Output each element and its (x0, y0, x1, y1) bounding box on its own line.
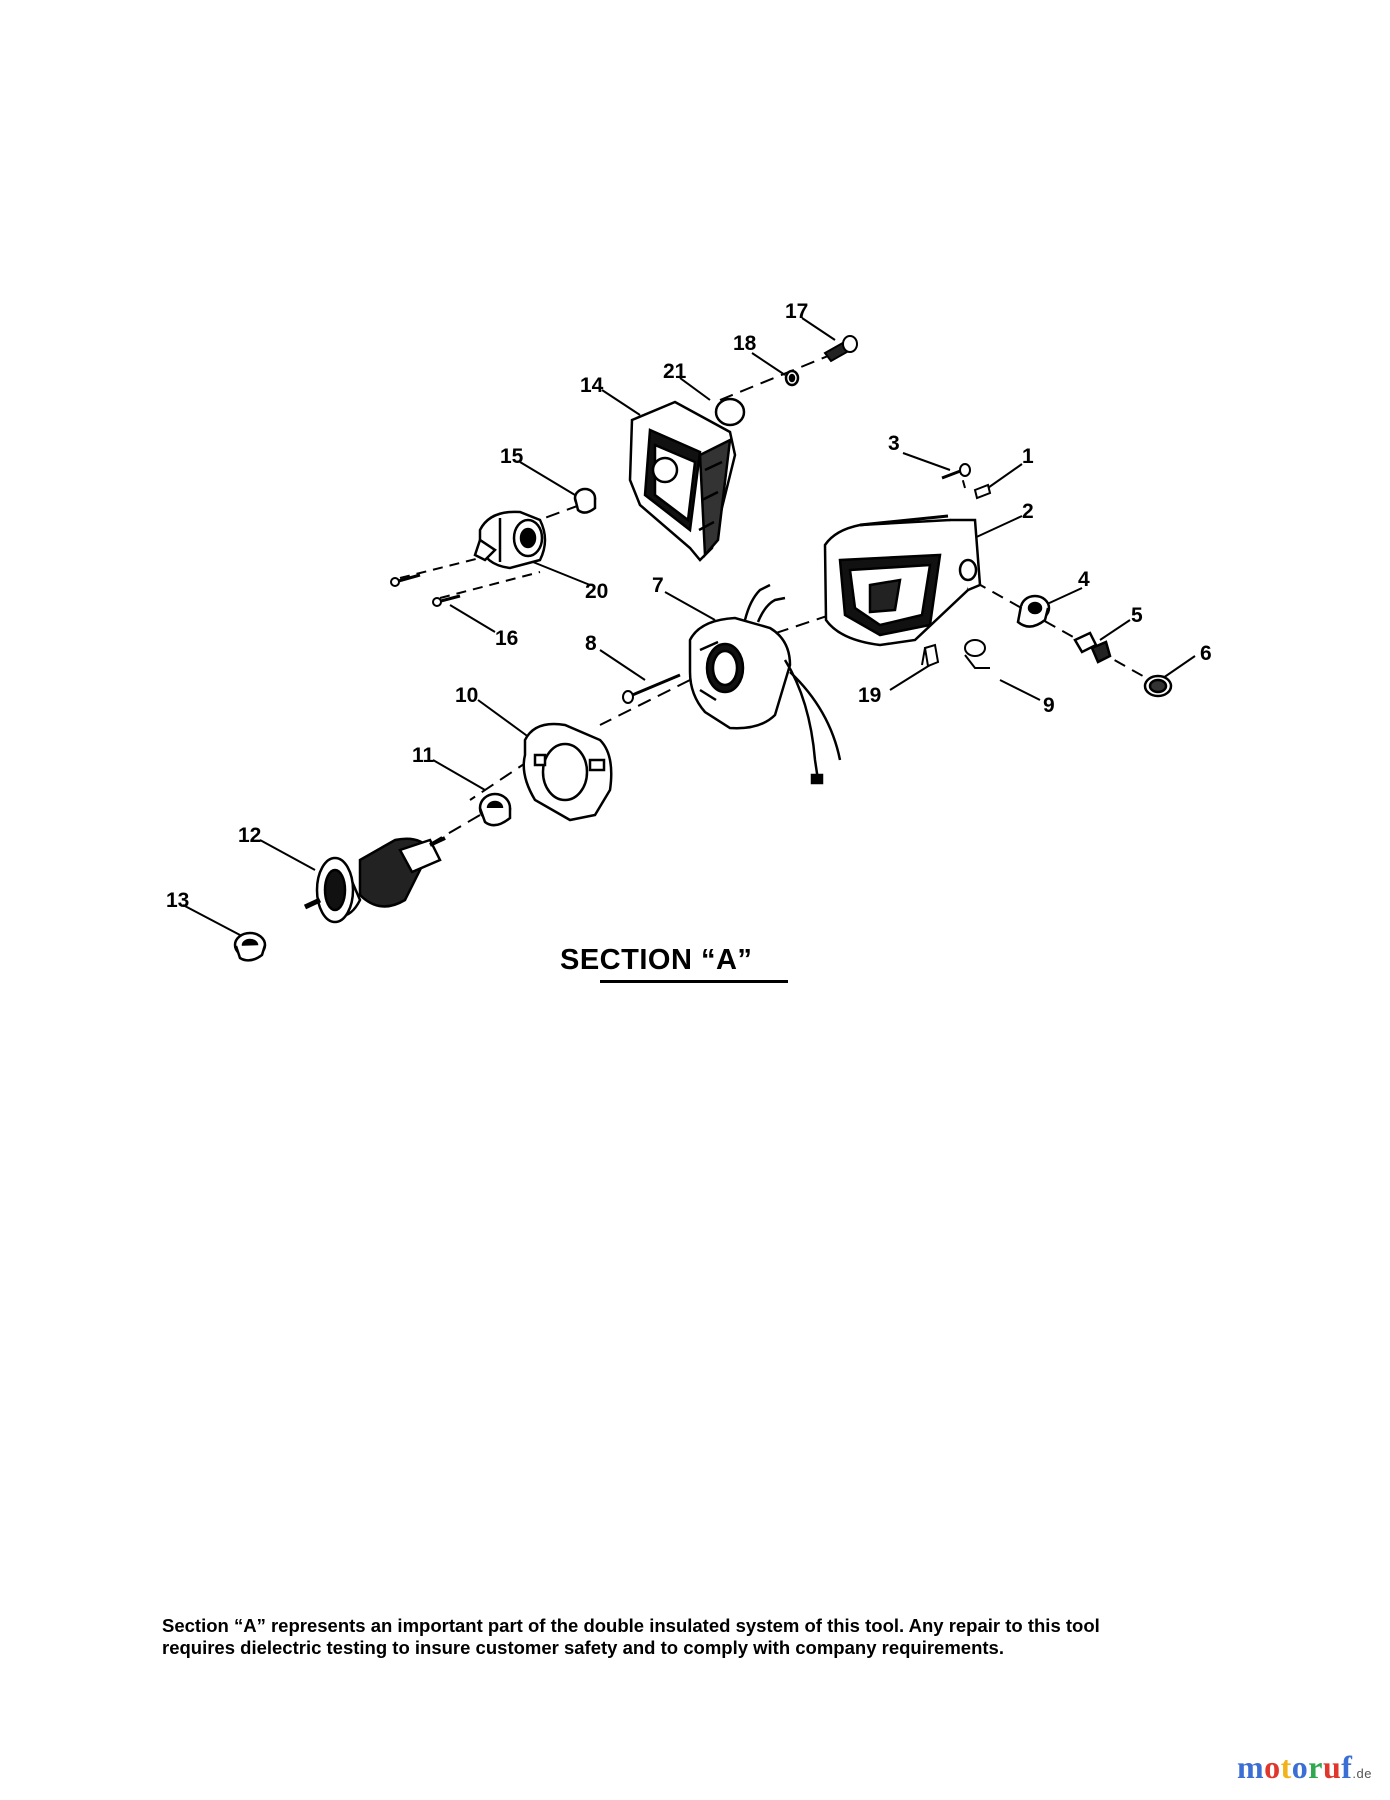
axis-baffle-bearing (469, 759, 531, 801)
part-18-washer (784, 369, 800, 387)
callout-17: 17 (785, 300, 808, 323)
part-8-screw (622, 673, 681, 704)
part-2-motor-housing (823, 514, 982, 647)
callout-15: 15 (500, 445, 524, 468)
axis-screws-16b (439, 571, 541, 599)
leader-3 (902, 452, 951, 471)
callout-3: 3 (888, 432, 900, 455)
callout-9: 9 (1043, 694, 1055, 717)
leader-14 (601, 389, 641, 416)
callout-2: 2 (1022, 500, 1034, 523)
callout-12: 12 (238, 824, 261, 847)
callout-19: 19 (858, 684, 881, 707)
part-19-clip (921, 643, 940, 668)
safety-note: Section “A” represents an important part… (162, 1615, 1242, 1659)
part-21-o-ring (714, 397, 746, 427)
callout-13: 13 (166, 889, 189, 912)
section-title-underline (600, 980, 788, 983)
part-11-ball-bearing (478, 792, 512, 827)
leader-6 (1162, 655, 1196, 679)
leader-7 (664, 591, 716, 621)
callout-16: 16 (495, 627, 518, 650)
callout-7: 7 (652, 574, 664, 597)
callout-18: 18 (733, 332, 757, 355)
part-16-screws (390, 573, 461, 607)
callout-1: 1 (1022, 445, 1034, 468)
callout-10: 10 (455, 684, 478, 707)
leader-18 (751, 352, 786, 376)
part-1-pin (973, 483, 992, 500)
watermark-logo: motoruf.de (1237, 1749, 1372, 1786)
part-14-end-bracket (628, 400, 737, 562)
safety-note-line-1: Section “A” represents an important part… (162, 1615, 1100, 1636)
callout-11: 11 (412, 744, 435, 767)
part-3-screw (941, 463, 971, 480)
callout-8: 8 (585, 632, 597, 655)
callout-6: 6 (1200, 642, 1212, 665)
axis-right-parts (974, 581, 1151, 681)
section-title: SECTION “A” (560, 944, 753, 976)
safety-note-line-2: requires dielectric testing to insure cu… (162, 1637, 1004, 1658)
leader-4 (1044, 587, 1083, 606)
leader-10 (477, 699, 531, 739)
leader-19 (889, 664, 931, 691)
part-10-baffle (522, 722, 613, 822)
leader-12 (259, 839, 316, 871)
callout-21: 21 (663, 360, 687, 383)
callout-4: 4 (1078, 568, 1090, 591)
leader-9 (999, 679, 1041, 701)
callout-5: 5 (1131, 604, 1143, 627)
callout-20: 20 (585, 580, 608, 603)
part-17-screw (823, 335, 858, 363)
leader-5 (1099, 619, 1131, 641)
leader-17 (801, 317, 836, 341)
leader-8 (599, 649, 646, 681)
leader-20 (527, 559, 591, 586)
leader-15 (519, 461, 576, 496)
callout-14: 14 (580, 374, 604, 397)
axis-stator-baffle (599, 679, 691, 726)
part-9-terminal (964, 639, 990, 669)
part-12-armature (303, 836, 446, 924)
part-5-carbon-brush (1073, 631, 1112, 664)
watermark-text: motoruf (1236, 1749, 1353, 1785)
leader-21 (679, 377, 711, 401)
part-15-bearing (573, 487, 597, 514)
callout-numbers: 1 2 3 4 5 6 7 8 9 10 11 12 13 14 15 16 1… (166, 300, 1212, 912)
part-4-brush-holder (1016, 594, 1051, 628)
part-13-bearing (233, 931, 267, 962)
leader-13 (182, 904, 241, 936)
leader-16 (449, 604, 496, 633)
leader-11 (432, 759, 486, 791)
leader-1 (984, 463, 1023, 491)
leader-2 (969, 515, 1023, 541)
part-7-stator (688, 583, 842, 785)
part-6-brush-cap (1143, 674, 1173, 698)
watermark-tld: .de (1352, 1766, 1372, 1781)
part-20-gear-assembly (473, 510, 547, 570)
